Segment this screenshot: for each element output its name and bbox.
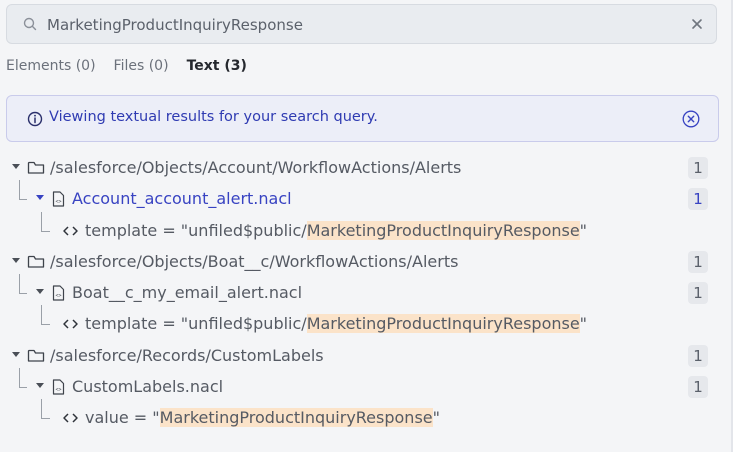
code-icon (63, 413, 78, 423)
match-suffix: " (579, 314, 588, 333)
tab-elements[interactable]: Elements (0) (6, 58, 96, 74)
file-count-badge: 1 (688, 188, 708, 210)
folder-row[interactable]: /salesforce/Objects/Boat__c/WorkflowActi… (0, 249, 733, 275)
code-icon (63, 226, 78, 236)
file-count-badge: 1 (688, 282, 708, 304)
info-icon (27, 111, 43, 127)
tree-guide (41, 305, 42, 324)
match-row[interactable]: template = "unfiled$public/MarketingProd… (0, 305, 733, 337)
svg-text:<>: <> (55, 199, 61, 205)
search-bar (6, 4, 717, 44)
tab-files[interactable]: Files (0) (113, 58, 169, 74)
clear-icon[interactable] (690, 17, 704, 31)
match-row[interactable]: value = "MarketingProductInquiryResponse… (0, 399, 733, 431)
folder-path: /salesforce/Records/CustomLabels (50, 346, 324, 365)
banner-message: Viewing textual results for your search … (49, 109, 378, 125)
folder-icon (27, 349, 45, 362)
match-prefix: template = "unfiled$public/ (85, 314, 307, 333)
tree-guide (19, 199, 27, 200)
folder-path: /salesforce/Objects/Account/WorkflowActi… (50, 158, 462, 177)
match-prefix: value = " (85, 408, 160, 427)
tree-guide (19, 180, 20, 199)
file-row[interactable]: <> Account_account_alert.nacl 1 (0, 180, 733, 212)
tree-guide (41, 324, 50, 325)
tree-guide (19, 368, 20, 387)
caret-down-icon[interactable] (12, 352, 20, 357)
file-icon: <> (52, 191, 65, 207)
tree-guide (41, 231, 50, 232)
match-text: template = "unfiled$public/MarketingProd… (85, 221, 587, 240)
file-row[interactable]: <> Boat__c_my_email_alert.nacl 1 (0, 274, 733, 306)
file-name: CustomLabels.nacl (72, 377, 224, 396)
caret-down-icon[interactable] (12, 164, 20, 169)
close-circle-icon[interactable] (682, 110, 700, 128)
caret-down-icon[interactable] (12, 258, 20, 263)
caret-down-icon[interactable] (36, 289, 44, 294)
file-icon: <> (52, 379, 65, 395)
result-tabs: Elements (0) Files (0) Text (3) (6, 58, 265, 78)
folder-icon (27, 161, 45, 174)
file-row[interactable]: <> CustomLabels.nacl 1 (0, 368, 733, 400)
match-highlight: MarketingProductInquiryResponse (159, 408, 433, 427)
tree-guide (19, 387, 27, 388)
code-icon (63, 319, 78, 329)
folder-icon (27, 255, 45, 268)
svg-text:<>: <> (55, 293, 61, 299)
tree-guide (41, 418, 50, 419)
match-text: value = "MarketingProductInquiryResponse… (85, 408, 440, 427)
file-count-badge: 1 (688, 376, 708, 398)
file-name: Boat__c_my_email_alert.nacl (72, 283, 303, 302)
folder-count-badge: 1 (688, 251, 708, 273)
file-icon: <> (52, 285, 65, 301)
tab-text[interactable]: Text (3) (186, 58, 247, 74)
match-text: template = "unfiled$public/MarketingProd… (85, 314, 587, 333)
panel-border (731, 0, 733, 452)
svg-text:<>: <> (55, 387, 61, 393)
match-highlight: MarketingProductInquiryResponse (306, 314, 580, 333)
file-name: Account_account_alert.nacl (72, 189, 292, 208)
caret-down-icon[interactable] (36, 195, 44, 200)
folder-count-badge: 1 (688, 157, 708, 179)
match-highlight: MarketingProductInquiryResponse (306, 221, 580, 240)
folder-row[interactable]: /salesforce/Objects/Account/WorkflowActi… (0, 155, 733, 181)
caret-down-icon[interactable] (36, 383, 44, 388)
match-prefix: template = "unfiled$public/ (85, 221, 307, 240)
folder-count-badge: 1 (688, 345, 708, 367)
tree-guide (41, 399, 42, 418)
match-suffix: " (432, 408, 440, 427)
search-input[interactable] (47, 13, 667, 37)
folder-path: /salesforce/Objects/Boat__c/WorkflowActi… (50, 252, 459, 271)
info-banner: Viewing textual results for your search … (6, 95, 719, 142)
tree-guide (41, 212, 42, 231)
folder-row[interactable]: /salesforce/Records/CustomLabels 1 (0, 343, 733, 369)
search-icon (23, 17, 37, 31)
match-row[interactable]: template = "unfiled$public/MarketingProd… (0, 212, 733, 244)
match-suffix: " (579, 221, 588, 240)
tree-guide (19, 274, 20, 293)
tree-guide (19, 293, 27, 294)
